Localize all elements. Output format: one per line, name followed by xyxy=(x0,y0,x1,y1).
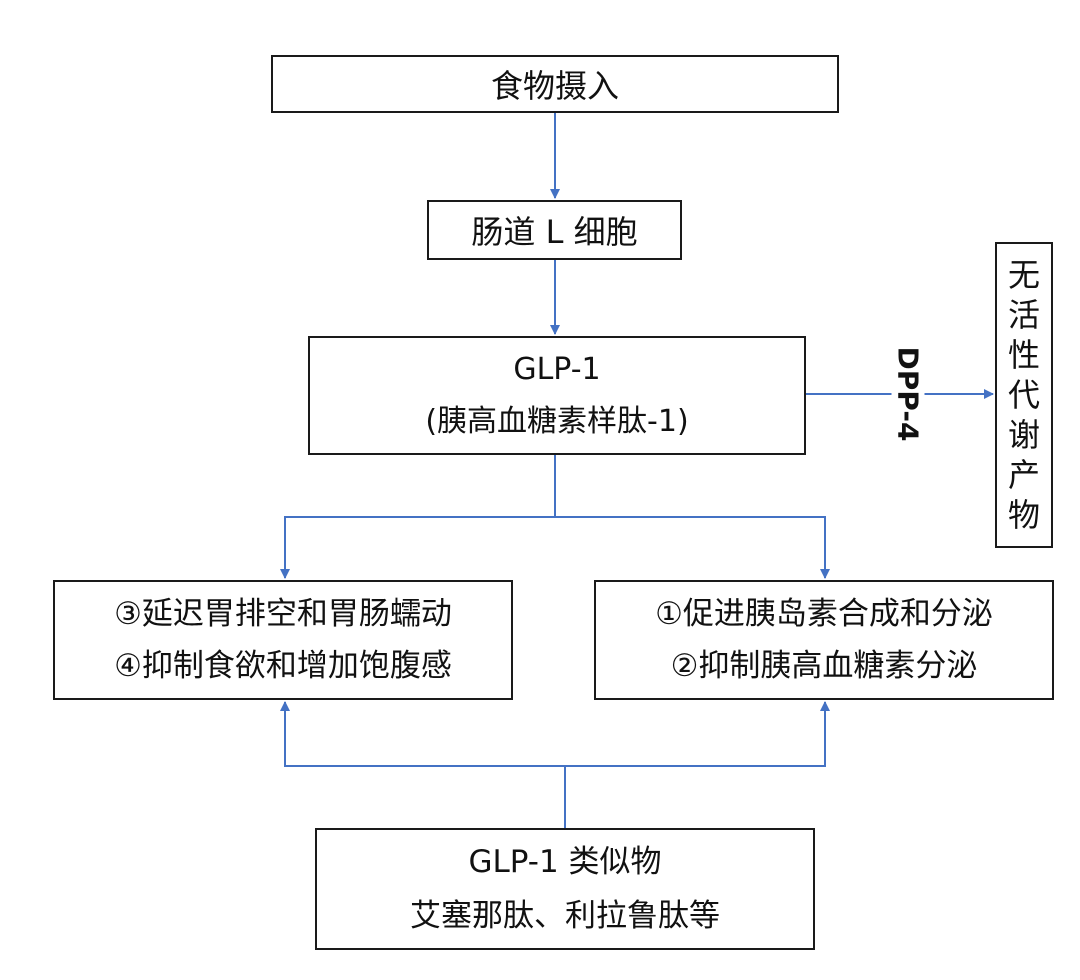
inactive-metabolite-char: 代 xyxy=(1007,376,1040,414)
inactive-metabolite-char: 性 xyxy=(1007,336,1040,374)
food-intake-label: 食物摄入 xyxy=(490,67,619,105)
pancreatic-effects-box: ①促进胰岛素合成和分泌 ②抑制胰高血糖素分泌 xyxy=(594,580,1054,700)
effect-delay-gastric-emptying: ③延迟胃排空和胃肠蠕动 xyxy=(114,596,452,632)
food-intake-box: 食物摄入 xyxy=(271,55,839,113)
intestinal-l-cell-box: 肠道 L 细胞 xyxy=(427,200,682,260)
inactive-metabolite-char: 无 xyxy=(1007,256,1040,294)
glp1-subtitle: (胰高血糖素样肽-1) xyxy=(425,403,689,439)
inactive-metabolite-char: 谢 xyxy=(1007,416,1040,454)
analogs-examples: 艾塞那肽、利拉鲁肽等 xyxy=(410,898,720,934)
inactive-metabolite-box: 无 活 性 代 谢 产 物 xyxy=(995,242,1053,548)
effect-inhibit-glucagon: ②抑制胰高血糖素分泌 xyxy=(670,648,978,684)
glp1-analogs-box: GLP-1 类似物 艾塞那肽、利拉鲁肽等 xyxy=(315,828,815,950)
glp1-title: GLP-1 xyxy=(513,351,601,387)
arrow-analog-to-right-effects xyxy=(565,701,830,767)
inactive-metabolite-char: 物 xyxy=(1007,496,1040,534)
inactive-metabolite-char: 产 xyxy=(1007,456,1040,494)
analogs-title: GLP-1 类似物 xyxy=(468,844,662,880)
inactive-metabolite-char: 活 xyxy=(1007,296,1040,334)
effect-promote-insulin: ①促进胰岛素合成和分泌 xyxy=(655,596,993,632)
arrow-glp1-to-left-effects xyxy=(280,516,555,579)
arrow-analog-to-left-effects xyxy=(280,701,565,767)
l-cell-label: 肠道 L 细胞 xyxy=(471,213,638,251)
gastric-effects-box: ③延迟胃排空和胃肠蠕动 ④抑制食欲和增加饱腹感 xyxy=(53,580,513,700)
arrow-glp1-to-right-effects xyxy=(555,516,830,579)
glp1-box: GLP-1 (胰高血糖素样肽-1) xyxy=(308,336,806,455)
effect-suppress-appetite: ④抑制食欲和增加饱腹感 xyxy=(114,648,452,684)
dpp4-label: DPP-4 xyxy=(891,342,925,446)
